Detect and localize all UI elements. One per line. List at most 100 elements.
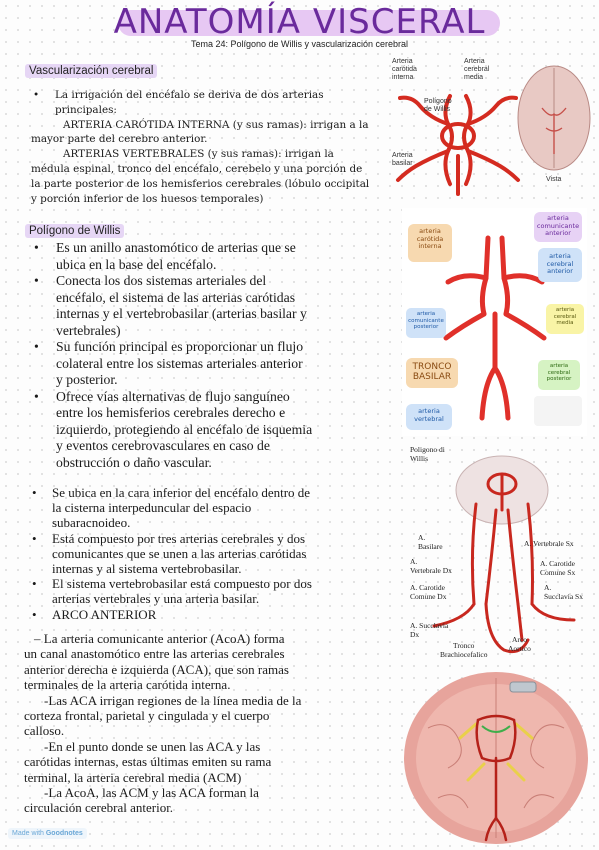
text-line: -Las ACA irrigan regiones de la línea me… bbox=[44, 692, 302, 708]
list-item: • Es un anillo anastomótico de arterias … bbox=[34, 240, 396, 273]
label-poligono: Polígono de Willis bbox=[424, 98, 452, 113]
bullet-dot: • bbox=[34, 339, 39, 354]
label-tronco-basilar: TRONCO BASILAR bbox=[412, 362, 452, 382]
text-line: entre los hemisferios cerebrales derecho… bbox=[56, 405, 286, 420]
label-a-vertebrale-sx: A. Vertebrale Sx bbox=[524, 539, 574, 548]
label-arteria-comunicante-anterior: arteria comunicante anterior bbox=[536, 214, 580, 237]
text-line: la cisterna interpeduncular del espacio bbox=[52, 500, 252, 516]
text-line: comunicantes que se unen a las arterias … bbox=[52, 545, 307, 561]
label-a-succlavia-dx: A. Succlavia Dx bbox=[410, 621, 449, 639]
figure-poligono-di-willis: Poligono di Willis A. Basilare A. Verteb… bbox=[404, 444, 594, 666]
footer-brand: Goodnotes bbox=[45, 830, 83, 837]
text-line: terminal, la arteria cerebral media (ACM… bbox=[24, 769, 242, 785]
text-line: izquierdo, protegiendo al encéfalo de is… bbox=[56, 421, 313, 437]
willis-labelled-drawing bbox=[406, 212, 584, 430]
text-line: – La arteria comunicante anterior (AcoA)… bbox=[34, 631, 285, 646]
label-a-vertebrale-dx: A. Vertebrale Dx bbox=[410, 557, 452, 575]
text-line: circulación cerebral anterior. bbox=[24, 800, 174, 816]
title-highlight bbox=[118, 10, 500, 36]
page-title: ANATOMÍA VISCERAL bbox=[113, 2, 486, 42]
text-line: calloso. bbox=[24, 723, 65, 739]
text-line: carótidas internas, estas últimas emiten… bbox=[24, 754, 272, 770]
text-line: corteza frontal, parietal y cingulada y … bbox=[24, 708, 270, 724]
text-line: Se ubica en la cara inferior del encéfal… bbox=[52, 485, 311, 500]
text-line: Es un anillo anastomótico de arterias qu… bbox=[56, 240, 296, 255]
text-line: y posterior. bbox=[56, 372, 118, 387]
list-item: • Conecta los dos sistemas arteriales de… bbox=[34, 273, 396, 339]
text-line: ubica en la base del encéfalo. bbox=[56, 256, 217, 272]
text-line: internas y el vertebrobasilar (arterias … bbox=[56, 306, 307, 321]
label-a-carotide-comune-dx: A. Carotide Comune Dx bbox=[410, 583, 447, 601]
bullet-dot: • bbox=[34, 240, 39, 255]
text-line: y eventos cerebrovasculares en caso de bbox=[56, 438, 270, 453]
label-arco-aortico: Arco Aortico bbox=[508, 635, 531, 653]
text-line: Su función principal es proporcionar un … bbox=[56, 339, 304, 354]
section-heading-vascularizacion: Vascularización cerebral bbox=[25, 64, 158, 78]
text-line: Está compuesto por tres arterias cerebra… bbox=[52, 530, 306, 546]
page-subtitle: Tema 24: Polígono de Willis y vasculariz… bbox=[190, 39, 409, 49]
text-line: Ofrece vías alternativas de flujo sanguí… bbox=[56, 388, 290, 404]
section1-body: • La irrigación del encéfalo se deriva d… bbox=[31, 88, 390, 206]
bullet-dot: • bbox=[32, 606, 37, 622]
text-line: y porción inferior de los huesos tempora… bbox=[31, 192, 264, 205]
list-item: • Se ubica en la cara inferior del encéf… bbox=[32, 485, 400, 531]
text-line: -La AcoA, las ACM y las ACA forman la bbox=[44, 785, 259, 801]
label-arteria-vertebral: arteria vertebral bbox=[414, 407, 444, 423]
text-line: ARTERIA CARÓTIDA INTERNA (y sus ramas): … bbox=[63, 118, 369, 131]
bullet-dot: • bbox=[34, 388, 39, 404]
bullet-dot: • bbox=[32, 530, 37, 546]
goodnotes-badge: Made with Goodnotes bbox=[8, 828, 87, 839]
label-arteria-comunicante-posterior: arteria comunicante posterior bbox=[408, 311, 444, 330]
label-arteria-cerebral-media: Arteria cerebral media bbox=[464, 58, 490, 81]
list-item: • Ofrece vías alternativas de flujo sang… bbox=[34, 389, 396, 472]
label-a-carotide-comune-sx: A. Carotide Comune Sx bbox=[540, 559, 576, 577]
text-line: anterior derecha e izquierda (ACA), que … bbox=[24, 661, 289, 677]
label-a-basilare: A. Basilare bbox=[418, 533, 443, 551]
figure-brain-base bbox=[398, 668, 594, 846]
bullet-dot: • bbox=[33, 89, 40, 101]
bullet-dot: • bbox=[32, 576, 37, 592]
text-line: principales: bbox=[55, 103, 117, 116]
text-line: vertebrales) bbox=[56, 322, 121, 338]
figure-willis-overview: Arteria carótida interna Arteria cerebra… bbox=[390, 56, 595, 196]
list-item: • Está compuesto por tres arterias cereb… bbox=[32, 531, 400, 577]
list-item: • El sistema vertebrobasilar está compue… bbox=[32, 576, 400, 606]
willis-bullets-1: • Es un anillo anastomótico de arterias … bbox=[34, 240, 396, 471]
text-line: subaracnoideo. bbox=[52, 515, 131, 531]
text-line: médula espinal, tronco del encéfalo, cer… bbox=[31, 162, 363, 175]
arco-anterior-text: – La arteria comunicante anterior (AcoA)… bbox=[24, 631, 400, 816]
section-heading-poligono: Polígono de Willis bbox=[25, 224, 125, 238]
label-arteria-cerebral-anterior: arteria cerebral anterior bbox=[546, 252, 574, 275]
willis-bullets-2: • Se ubica en la cara inferior del encéf… bbox=[32, 485, 400, 622]
text-line: obstrucción o daño vascular. bbox=[56, 454, 212, 470]
figure-willis-labelled: arteria carótida interna arteria comunic… bbox=[402, 208, 587, 436]
bullet-dot: • bbox=[32, 485, 37, 500]
label-arteria-carotida-interna: arteria carótida interna bbox=[416, 227, 444, 250]
list-item: • Su función principal es proporcionar u… bbox=[34, 339, 396, 389]
label-arteria-carotida: Arteria carótida interna bbox=[392, 58, 417, 81]
text-line: -En el punto donde se unen las ACA y las bbox=[44, 738, 261, 754]
aortic-arch-drawing bbox=[432, 455, 576, 654]
text-line: arterias vertebrales y una arteria basil… bbox=[52, 591, 260, 607]
label-arteria-cerebral-posterior: arteria cerebral posterior bbox=[546, 363, 572, 382]
list-item: • ARCO ANTERIOR bbox=[32, 607, 400, 622]
label-poligono-di-willis: Poligono di Willis bbox=[410, 445, 445, 463]
text-line: encéfalo, el sistema de las arterias car… bbox=[56, 289, 296, 305]
text-line: la parte posterior de los hemisferios ce… bbox=[31, 177, 370, 190]
text-line: terminales de la arteria carótida intern… bbox=[24, 677, 231, 693]
text-line: internas y al sistema vertebrobasilar. bbox=[52, 561, 242, 577]
text-line: La irrigación del encéfalo se deriva de … bbox=[55, 89, 324, 101]
label-arteria-basilar: Arteria basilar bbox=[392, 152, 413, 167]
willis-overview-drawing bbox=[396, 65, 591, 196]
text-line: mayor parte del cerebro anterior. bbox=[31, 133, 208, 146]
bullet-dot: • bbox=[34, 273, 39, 288]
text-line: colateral entre los sistemas arteriales … bbox=[56, 355, 303, 371]
text-line: un canal anastomótico entre las arterias… bbox=[24, 646, 285, 662]
label-tronco-brachiocefalico: Tronco Brachiocefalico bbox=[440, 641, 488, 659]
label-vista: Vista bbox=[546, 176, 562, 183]
text-line: ARTERIAS VERTEBRALES (y sus ramas): irri… bbox=[63, 148, 334, 161]
footer-made-with: Made with bbox=[12, 830, 44, 837]
arco-anterior-heading: ARCO ANTERIOR bbox=[52, 606, 157, 622]
label-a-succlavia-sx: A. Succlavia Sx bbox=[544, 583, 583, 601]
brain-base-drawing bbox=[404, 672, 588, 844]
